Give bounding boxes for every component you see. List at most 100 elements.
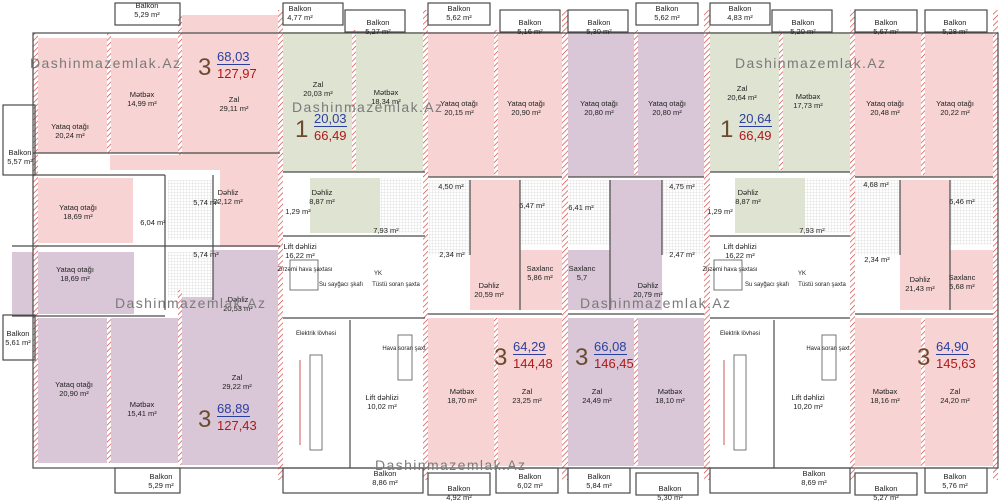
watermark: Dashinmazemlak.Az [292, 99, 444, 115]
room-area: 18,10 m² [655, 396, 685, 405]
room-area: 23,25 m² [512, 396, 542, 405]
room-name: Balkon [518, 472, 542, 481]
room-name: Yataq otağı [936, 99, 974, 108]
room-label: 1,29 m² [285, 207, 310, 216]
room-name: Balkon [655, 4, 679, 13]
balcony-outline [635, 2, 699, 26]
room-name: Saxlanc [526, 264, 554, 273]
total-area: 66,49 [739, 128, 772, 143]
room-fill [568, 318, 636, 466]
room-name: Balkon [728, 4, 752, 13]
room-fill [283, 32, 355, 172]
room-name: Mətbəx [449, 387, 475, 396]
room-name: Zal [231, 373, 243, 382]
balcony-outline [709, 467, 851, 494]
room-fill [110, 155, 220, 170]
wall [634, 30, 638, 175]
stair-well [309, 354, 323, 451]
watermark: Dashinmazemlak.Az [115, 295, 267, 311]
stair-core [288, 320, 350, 468]
watermark: Dashinmazemlak.Az [735, 55, 887, 71]
room-label: 6,04 m² [140, 218, 165, 227]
room-fill [310, 178, 380, 233]
wall [634, 318, 638, 466]
room-name: Balkon [373, 469, 397, 478]
room-area: 5,57 m² [7, 157, 33, 166]
balcony-outline [495, 467, 559, 494]
balcony-outline [567, 9, 629, 33]
balcony-outline [771, 9, 833, 33]
wall [33, 33, 38, 463]
service-label: Su sayğacı şkafı [318, 282, 364, 288]
wall [423, 10, 428, 480]
room-name: Yataq otağı [866, 99, 904, 108]
room-count: 1 [295, 116, 309, 143]
room-area: 18,16 m² [870, 396, 900, 405]
service-label: Zirzəmi hava şaxtası [277, 267, 333, 273]
living-area: 20,03 [314, 111, 347, 127]
room-fill [110, 38, 180, 153]
room-area: 20,79 m² [633, 290, 663, 299]
room-fill [520, 250, 562, 310]
bathroom-fill [662, 180, 704, 255]
bathroom-fill [380, 178, 422, 233]
room-label: 6,47 m² [519, 201, 544, 210]
room-fill [38, 38, 110, 153]
room-fill [220, 155, 280, 247]
room-name: Dəhliz [227, 295, 249, 304]
room-label: 7,93 m² [373, 226, 398, 235]
balcony-outline [924, 467, 988, 494]
balcony-outline [114, 2, 181, 26]
room-area: 5,76 m² [942, 481, 968, 490]
room-area: 7,93 m² [373, 226, 399, 235]
wall [107, 33, 111, 153]
lift-shaft [713, 259, 743, 291]
balcony-outline [427, 472, 491, 496]
room-area: 18,34 m² [371, 97, 401, 106]
room-area: 5,74 m² [193, 198, 219, 207]
bathroom-fill [805, 178, 850, 233]
balcony-outline [854, 472, 918, 496]
total-area: 127,97 [217, 66, 257, 81]
balcony-outline [2, 104, 36, 176]
total-area: 66,49 [314, 128, 347, 143]
balcony-outline [114, 467, 181, 494]
room-fill [470, 180, 520, 310]
wall [278, 10, 283, 480]
shaft [821, 334, 837, 381]
room-name: Balkon [8, 148, 32, 157]
total-area: 146,45 [594, 356, 634, 371]
room-fill [568, 32, 636, 177]
room-label: 7,93 m² [799, 226, 824, 235]
room-name: Balkon [587, 472, 611, 481]
room-area: 4,83 m² [727, 13, 753, 22]
room-fill [923, 318, 993, 466]
room-area: 1,29 m² [285, 207, 311, 216]
room-area: 21,43 m² [905, 284, 935, 293]
room-fill [38, 318, 110, 463]
wall [779, 30, 783, 170]
room-area: 1,29 m² [707, 207, 733, 216]
room-area: 2,47 m² [669, 250, 695, 259]
service-label: YK [797, 271, 807, 277]
balcony-outline [282, 2, 344, 26]
balcony-outline [282, 467, 424, 494]
